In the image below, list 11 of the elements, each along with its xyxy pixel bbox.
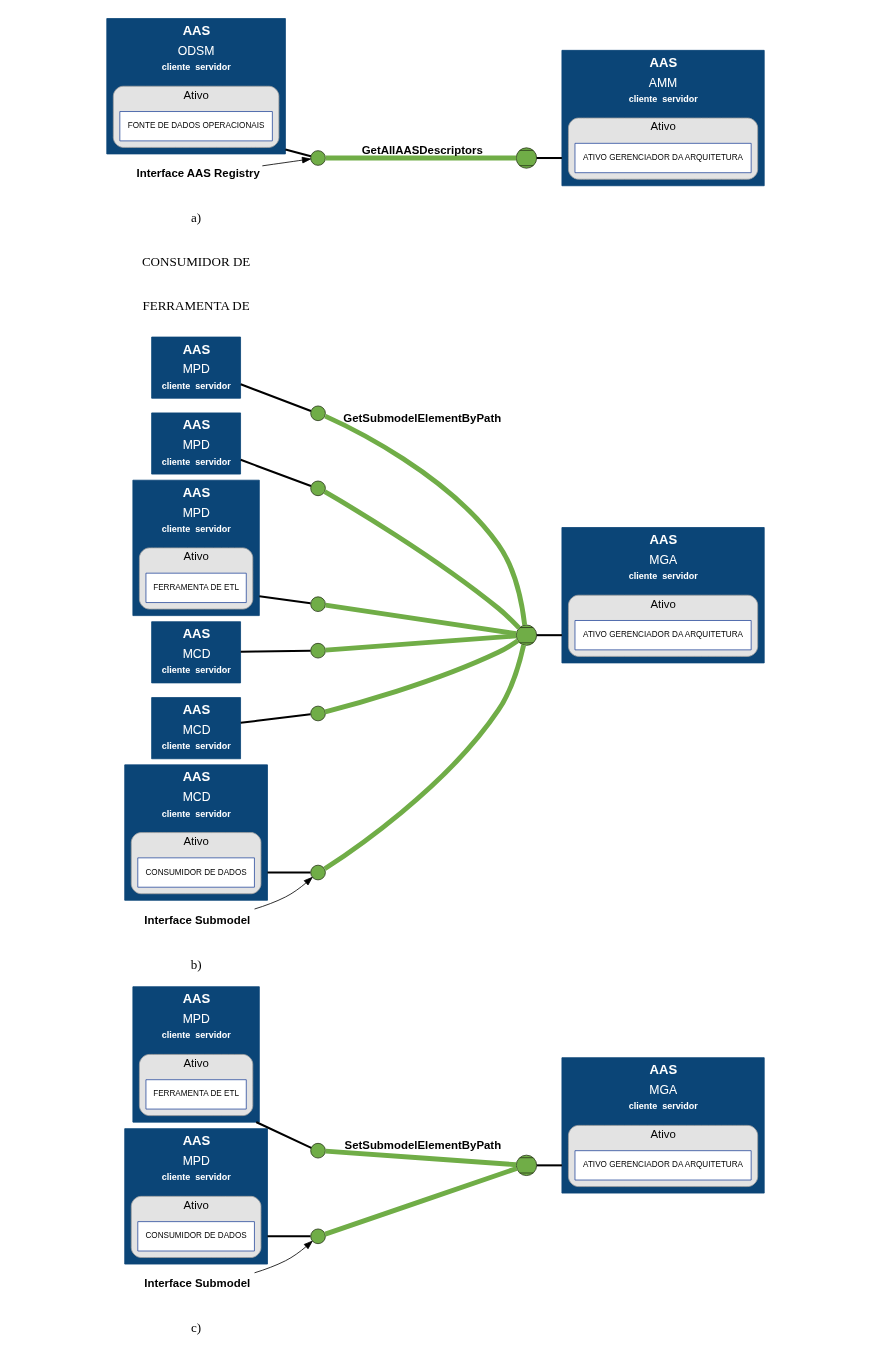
label: FERRAMENTA DE [141, 298, 250, 314]
label: a) [190, 210, 201, 226]
node-text: Interface Submodel [143, 1277, 250, 1290]
label: b) [190, 956, 202, 972]
edge-label: SetSubmodelElementByPath [344, 1139, 501, 1152]
label: c) [190, 1320, 201, 1336]
edge-label: GetSubmodelElementByPath [342, 411, 501, 424]
edge-label: GetAllAASDescriptors [361, 144, 483, 157]
node-text: Interface AAS Registry [136, 167, 260, 180]
label: CONSUMIDOR DE [141, 254, 250, 270]
node-text: Interface Submodel [143, 913, 250, 926]
